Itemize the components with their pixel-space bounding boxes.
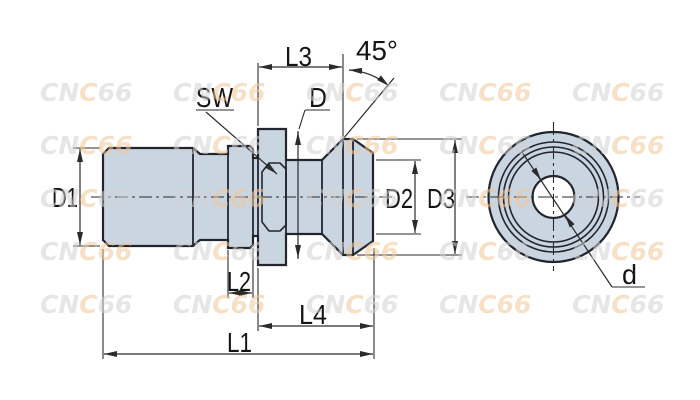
label-l4: L4 [299, 299, 327, 330]
angle-reference-line [342, 77, 395, 140]
label-hole-d: d [622, 259, 637, 290]
label-d1: D1 [52, 182, 78, 213]
side-view [91, 127, 393, 267]
label-sw: SW [196, 82, 233, 113]
dimensions: D1 L3 45° SW D D2 [52, 35, 462, 359]
sw-leader [205, 111, 278, 175]
dim-hole-d-arrow-2 [564, 214, 575, 228]
d-leader [298, 109, 306, 130]
label-d2: D2 [385, 183, 413, 214]
front-view: d [466, 122, 645, 290]
label-l1: L1 [227, 327, 252, 358]
label-l2: L2 [227, 266, 251, 297]
label-d3: D3 [427, 183, 455, 214]
dim-hole-d-arrow-1 [531, 167, 542, 181]
label-angle: 45° [356, 35, 398, 66]
label-l3: L3 [285, 41, 312, 72]
label-d: D [309, 82, 327, 113]
angle-arc [348, 67, 390, 87]
sw-flats-outline [261, 162, 287, 232]
